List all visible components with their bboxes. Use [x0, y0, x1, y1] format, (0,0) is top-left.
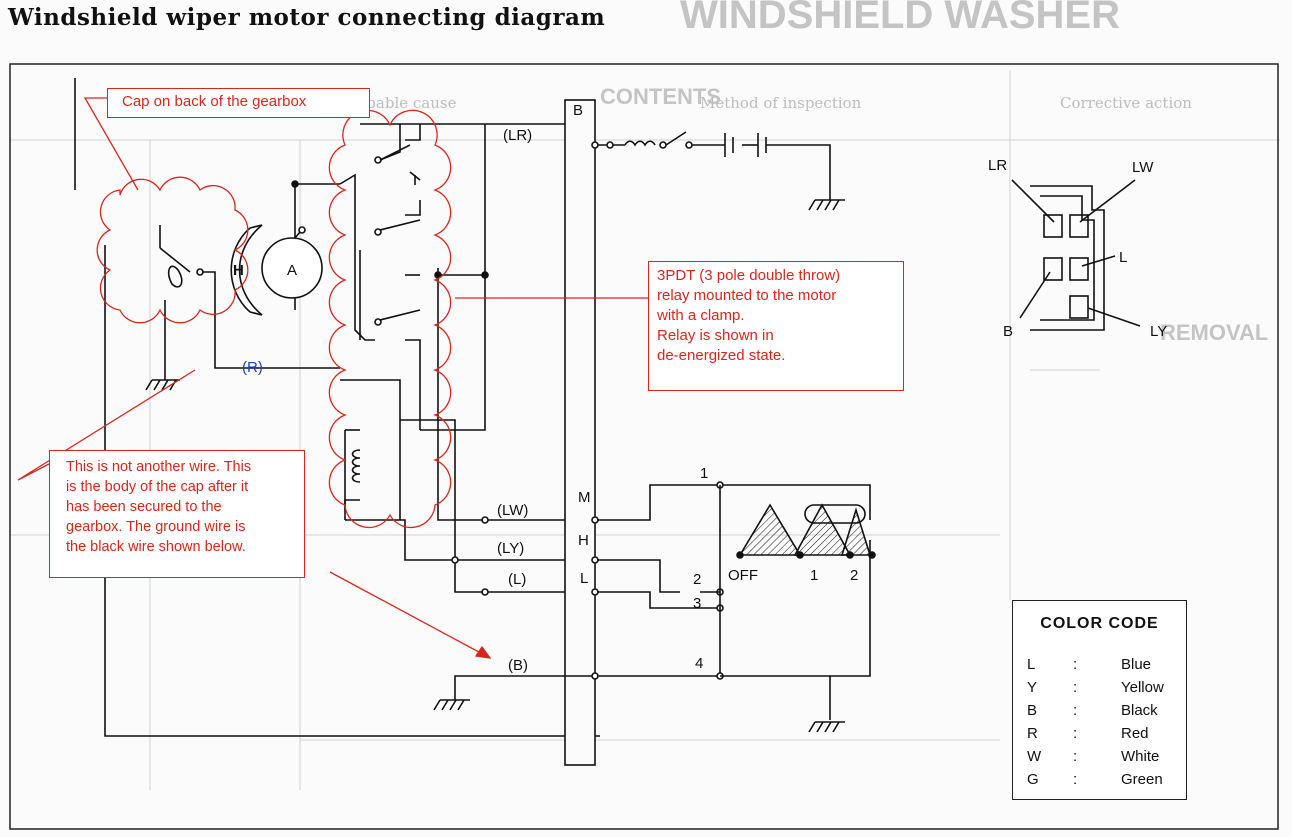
- terminal-label-m: M: [578, 489, 591, 506]
- legend-separator: :: [1073, 656, 1078, 673]
- legend-row: R : Red: [1027, 725, 1177, 747]
- legend-color-name: Yellow: [1121, 679, 1164, 696]
- connector-label-l: L: [1119, 249, 1127, 266]
- legend-row: L : Blue: [1027, 656, 1177, 678]
- wire-label-lr: (LR): [503, 127, 532, 144]
- ghost-col2: Method of inspection: [700, 94, 862, 112]
- legend-separator: :: [1073, 748, 1078, 765]
- relay-note-line: de-energized state.: [657, 347, 786, 364]
- color-code-legend: COLOR CODE L : Blue Y : Yellow B : Black…: [1012, 600, 1187, 800]
- terminal-label-h: H: [578, 532, 589, 549]
- legend-row: W : White: [1027, 748, 1177, 770]
- body-note-line: This is not another wire. This: [66, 459, 252, 475]
- cap-note: Cap on back of the gearbox: [107, 88, 370, 118]
- relay-note-line: relay mounted to the motor: [657, 287, 837, 304]
- legend-code: Y: [1027, 679, 1038, 696]
- body-note-line: gearbox. The ground wire is: [66, 519, 246, 535]
- switch-off-label: OFF: [728, 567, 758, 584]
- wire-label-lw: (LW): [497, 502, 528, 519]
- connector-label-lw: LW: [1132, 159, 1154, 176]
- ghost-heading: WINDSHIELD WASHER: [680, 0, 1120, 37]
- legend-code: L: [1027, 656, 1036, 673]
- terminal-label-l: L: [580, 570, 588, 587]
- wire-label-r: (R): [242, 359, 263, 376]
- connector-diagram: [1011, 179, 1141, 331]
- ghost-contents: CONTENTS: [600, 84, 721, 109]
- legend-row: G : Green: [1027, 771, 1177, 793]
- cap-note-text: Cap on back of the gearbox: [122, 93, 307, 110]
- body-note-line: has been secured to the: [66, 499, 222, 515]
- legend-title: COLOR CODE: [1040, 615, 1159, 632]
- legend-code: B: [1027, 702, 1038, 719]
- legend-row: B : Black: [1027, 702, 1177, 724]
- terminal-label-b: B: [573, 102, 583, 119]
- component-label-a: A: [287, 262, 297, 279]
- body-note-line: is the body of the cap after it: [66, 479, 249, 495]
- diagram-frame: [9, 63, 1279, 830]
- body-note: This is not another wire. This is the bo…: [49, 450, 305, 578]
- body-note-line: the black wire shown below.: [66, 539, 246, 555]
- switch-2-label: 2: [850, 567, 858, 584]
- switch-1-label: 1: [810, 567, 818, 584]
- relay-note-line: Relay is shown in: [657, 327, 774, 344]
- switch-pos-4: 4: [695, 655, 703, 672]
- relay-note-line: 3PDT (3 pole double throw): [657, 267, 841, 284]
- legend-separator: :: [1073, 702, 1078, 719]
- connector-label-ly: LY: [1150, 323, 1167, 340]
- legend-color-name: Blue: [1121, 656, 1152, 673]
- switch-pos-1: 1: [700, 465, 708, 482]
- legend-separator: :: [1073, 679, 1078, 696]
- wire-label-b: (B): [508, 657, 528, 674]
- wire-label-ly: (LY): [497, 540, 524, 557]
- relay-note-line: with a clamp.: [657, 307, 745, 324]
- legend-row: Y : Yellow: [1027, 679, 1177, 701]
- legend-code: W: [1027, 748, 1042, 765]
- annotation-leaders: [17, 97, 656, 659]
- ghost-col3: Corrective action: [1060, 94, 1192, 112]
- connector-label-b: B: [1003, 323, 1013, 340]
- switch-pos-3: 3: [693, 595, 701, 612]
- legend-code: R: [1027, 725, 1038, 742]
- legend-separator: :: [1073, 725, 1078, 742]
- legend-color-name: Black: [1121, 702, 1158, 719]
- legend-color-name: Red: [1121, 725, 1149, 742]
- connector-label-lr: LR: [988, 157, 1007, 174]
- legend-separator: :: [1073, 771, 1078, 788]
- relay-note: 3PDT (3 pole double throw) relay mounted…: [648, 261, 904, 391]
- switch-pos-2: 2: [693, 571, 701, 588]
- legend-color-name: Green: [1121, 771, 1163, 788]
- legend-color-name: White: [1121, 748, 1160, 765]
- component-label-h: H: [233, 262, 244, 279]
- ghost-removal: REMOVAL: [1160, 320, 1268, 345]
- legend-code: G: [1027, 771, 1039, 788]
- wiring: [74, 78, 876, 766]
- diagram-title: Windshield wiper motor connecting diagra…: [8, 4, 606, 31]
- wire-label-l: (L): [508, 571, 526, 588]
- red-highlight-clouds: [96, 109, 452, 529]
